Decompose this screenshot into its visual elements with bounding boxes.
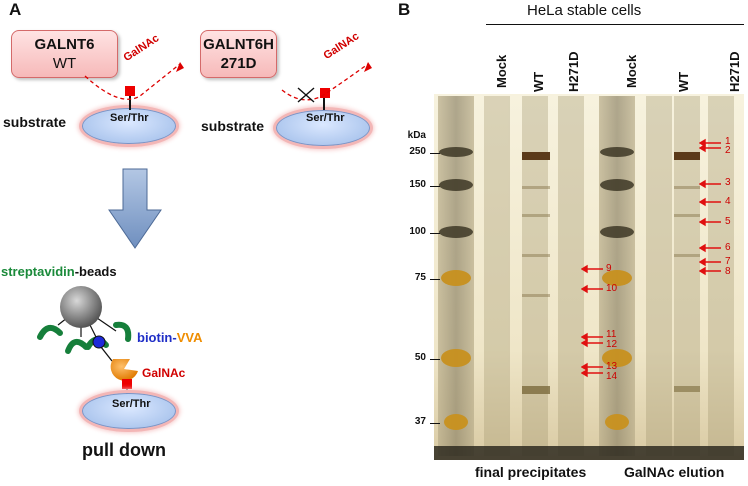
lane-label-wt-right: WT [676,71,691,92]
linker-line-left [129,96,131,110]
marker-tick-250 [430,153,440,154]
arrow-label-13: 13 [606,361,618,372]
enzyme-mutant-name: GALNT6H [203,36,274,53]
arrow-label-10: 10 [606,283,618,294]
marker-tick-75 [430,279,440,280]
enzyme-wt-name: GALNT6 [34,36,95,53]
footer-galnac-elution: GalNAc elution [624,464,725,480]
enzyme-wt-box: GALNT6 WT [11,30,118,78]
marker-100: 100 [409,226,426,237]
galnac-label-bottom: GalNAc [142,366,186,380]
arrow-label-1: 1 [725,136,731,147]
arrow-label-14: 14 [606,371,618,382]
substrate-ellipse-left [82,108,176,144]
gel-header: HeLa stable cells [527,2,642,19]
panel-b-letter: B [398,0,411,19]
arrow-label-3: 3 [725,177,731,188]
substrate-ellipse-right [276,110,370,146]
arrow-label-11: 11 [606,329,617,340]
lane-label-h271d-left: H271D [566,51,581,92]
silver-stained-gel [434,94,744,460]
marker-tick-37 [430,423,440,424]
linker-line-right [323,96,325,110]
transfer-arrow-left [84,62,184,100]
marker-tick-150 [430,186,440,187]
enzyme-wt-variant: WT [52,55,77,72]
arrow-label-6: 6 [725,242,731,253]
substrate-label-left: substrate [3,114,67,130]
substrate-label-right: substrate [201,118,265,134]
marker-250: 250 [409,146,426,157]
beads-text: -beads [74,264,117,279]
vva-text: VVA [176,330,203,345]
lane-label-wt-left: WT [531,71,546,92]
arrow-label-8: 8 [725,266,731,277]
arrow-label-12: 12 [606,339,618,350]
ser-thr-label-left: Ser/Thr [110,112,149,124]
precipitate-arrows [581,264,603,378]
arrow-label-2: 2 [725,145,731,156]
arrow-label-9: 9 [606,263,612,274]
biotin-vva-label: biotin-VVA [137,330,202,345]
galnac-square-left [125,86,135,96]
lane-label-mock-left: Mock [494,54,509,88]
pulldown-assembly [37,286,138,397]
marker-tick-50 [430,359,440,360]
marker-50: 50 [414,352,426,363]
biotin-text: biotin- [137,330,177,345]
streptavidin-text: streptavidin [1,264,75,279]
enzyme-mutant-box: GALNT6H 271D [200,30,277,78]
panel-a-letter: A [9,0,22,19]
marker-150: 150 [409,179,426,190]
marker-tick-100 [430,233,440,234]
arrow-label-5: 5 [725,216,731,227]
pull-down-label: pull down [82,440,166,460]
elution-arrows [699,138,721,276]
footer-final-precipitates: final precipitates [475,464,587,480]
header-rule [486,24,744,25]
galnac-label-right: GalNAc [321,30,362,62]
enzyme-mutant-variant: 271D [220,55,257,72]
ser-thr-label-right: Ser/Thr [306,112,345,124]
galnac-square-right [320,88,330,98]
ser-thr-label-bottom: Ser/Thr [112,398,151,410]
arrow-label-4: 4 [725,196,731,207]
lane-label-mock-right: Mock [624,54,639,88]
blocked-transfer-arrow [281,62,372,103]
lane-label-h271d-right: H271D [727,51,742,92]
streptavidin-beads-label: streptavidin-beads [1,264,117,279]
down-arrow-icon [108,168,162,249]
marker-37: 37 [414,416,426,427]
marker-75: 75 [414,272,426,283]
arrow-label-7: 7 [725,256,731,267]
substrate-ellipse-bottom [82,393,176,429]
kda-label: kDa [407,130,426,141]
